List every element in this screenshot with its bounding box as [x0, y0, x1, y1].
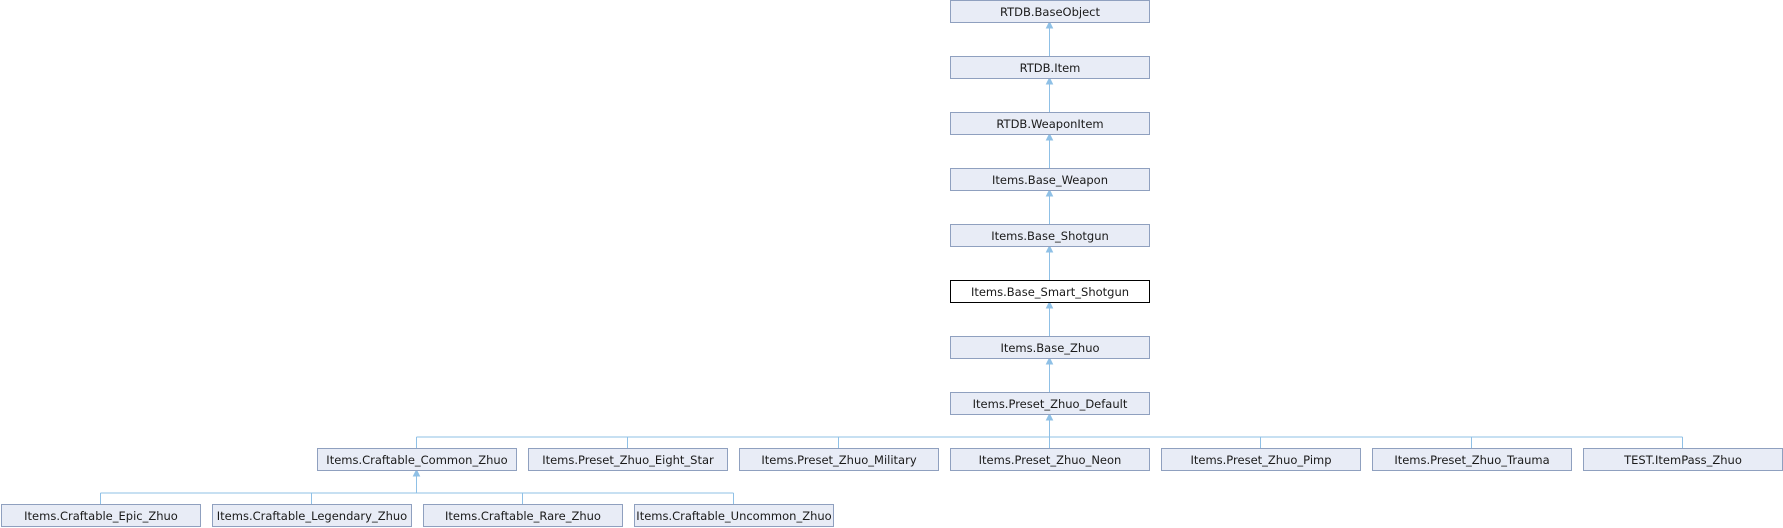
node-items-preset-zhuo-military[interactable]: Items.Preset_Zhuo_Military [739, 448, 939, 471]
node-items-base-weapon[interactable]: Items.Base_Weapon [950, 168, 1150, 191]
node-test-itempass-zhuo[interactable]: TEST.ItemPass_Zhuo [1583, 448, 1783, 471]
node-label: Items.Preset_Zhuo_Pimp [1190, 453, 1331, 467]
node-rtdb-weaponitem[interactable]: RTDB.WeaponItem [950, 112, 1150, 135]
node-box [950, 448, 1150, 471]
arrowhead-rtdb-baseobject [1045, 20, 1054, 29]
node-items-preset-zhuo-default[interactable]: Items.Preset_Zhuo_Default [950, 392, 1150, 415]
node-label: RTDB.WeaponItem [996, 117, 1103, 131]
arrowhead-rtdb-item [1045, 76, 1054, 85]
arrowhead-items-craftable-common-zhuo [412, 468, 421, 477]
arrowhead-items-base-shotgun [1045, 244, 1054, 253]
node-items-craftable-rare-zhuo[interactable]: Items.Craftable_Rare_Zhuo [423, 504, 623, 527]
node-items-craftable-common-zhuo[interactable]: Items.Craftable_Common_Zhuo [317, 448, 517, 471]
node-label: Items.Base_Smart_Shotgun [971, 285, 1129, 299]
arrowhead-rtdb-weaponitem [1045, 132, 1054, 141]
node-box [212, 504, 412, 527]
node-label: RTDB.Item [1020, 61, 1081, 75]
node-label: TEST.ItemPass_Zhuo [1623, 453, 1742, 467]
node-label: Items.Craftable_Uncommon_Zhuo [636, 509, 831, 523]
node-items-base-smart-shotgun[interactable]: Items.Base_Smart_Shotgun [950, 280, 1150, 303]
node-rtdb-item[interactable]: RTDB.Item [950, 56, 1150, 79]
node-label: Items.Preset_Zhuo_Default [973, 397, 1128, 411]
node-label: Items.Base_Shotgun [991, 229, 1109, 243]
node-items-preset-zhuo-trauma[interactable]: Items.Preset_Zhuo_Trauma [1372, 448, 1572, 471]
node-label: Items.Craftable_Rare_Zhuo [445, 509, 601, 523]
node-label: Items.Craftable_Epic_Zhuo [24, 509, 178, 523]
node-rtdb-baseobject[interactable]: RTDB.BaseObject [950, 0, 1150, 23]
node-box [950, 224, 1150, 247]
node-label: Items.Craftable_Legendary_Zhuo [217, 509, 407, 523]
node-box [634, 504, 834, 527]
node-label: Items.Preset_Zhuo_Trauma [1394, 453, 1549, 467]
node-box [423, 504, 623, 527]
node-label: Items.Preset_Zhuo_Eight_Star [542, 453, 714, 467]
arrowhead-items-base-smart-shotgun [1045, 300, 1054, 309]
edge-layer [100, 20, 1683, 504]
node-items-craftable-uncommon-zhuo[interactable]: Items.Craftable_Uncommon_Zhuo [634, 504, 834, 527]
node-label: Items.Preset_Zhuo_Military [761, 453, 916, 467]
node-items-base-shotgun[interactable]: Items.Base_Shotgun [950, 224, 1150, 247]
node-label: RTDB.BaseObject [1000, 5, 1101, 19]
arrowhead-items-base-weapon [1045, 188, 1054, 197]
node-box [1161, 448, 1361, 471]
node-box [950, 56, 1150, 79]
node-box [950, 280, 1150, 303]
arrowhead-items-base-zhuo [1045, 356, 1054, 365]
node-items-base-zhuo[interactable]: Items.Base_Zhuo [950, 336, 1150, 359]
node-items-craftable-legendary-zhuo[interactable]: Items.Craftable_Legendary_Zhuo [212, 504, 412, 527]
node-label: Items.Craftable_Common_Zhuo [326, 453, 507, 467]
node-box [528, 448, 728, 471]
node-items-preset-zhuo-pimp[interactable]: Items.Preset_Zhuo_Pimp [1161, 448, 1361, 471]
node-box [739, 448, 939, 471]
node-box [950, 168, 1150, 191]
node-items-preset-zhuo-eight-star[interactable]: Items.Preset_Zhuo_Eight_Star [528, 448, 728, 471]
node-box [317, 448, 517, 471]
node-items-preset-zhuo-neon[interactable]: Items.Preset_Zhuo_Neon [950, 448, 1150, 471]
node-box [1, 504, 201, 527]
node-label: Items.Base_Weapon [992, 173, 1108, 187]
node-box [1372, 448, 1572, 471]
node-box [950, 336, 1150, 359]
node-box [950, 0, 1150, 23]
arrowhead-items-preset-zhuo-default [1045, 412, 1054, 421]
node-items-craftable-epic-zhuo[interactable]: Items.Craftable_Epic_Zhuo [1, 504, 201, 527]
node-box [950, 112, 1150, 135]
node-label: Items.Preset_Zhuo_Neon [979, 453, 1122, 467]
node-label: Items.Base_Zhuo [1000, 341, 1099, 355]
node-box [950, 392, 1150, 415]
